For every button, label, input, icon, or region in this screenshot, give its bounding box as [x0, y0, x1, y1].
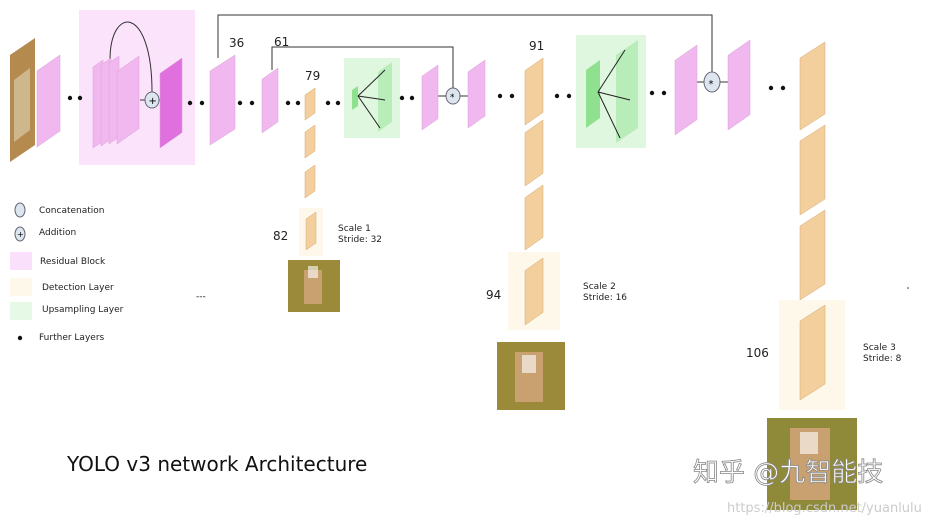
residual-conv [116, 55, 140, 145]
conv-layer-61 [261, 67, 279, 134]
output-image-scale-3 [767, 418, 857, 510]
further-layers-dot [780, 85, 786, 91]
further-layers-dot [399, 95, 405, 101]
layer-number-82: 82 [273, 229, 288, 243]
detect-conv [799, 209, 826, 301]
further-layers-dot [199, 100, 205, 106]
further-layers-dot [554, 93, 560, 99]
conv-layer [467, 59, 486, 129]
input-image-shade [14, 68, 30, 142]
further-layers-dot [661, 90, 667, 96]
watermark-url: https://blog.csdn.net/yuanlulu [727, 501, 922, 516]
watermark-brand: 知乎 @九智能技 [693, 458, 883, 488]
scale-1-label: Scale 1 [338, 224, 371, 234]
legend-label: Addition [39, 228, 76, 238]
concatenation-icon: * [445, 87, 461, 105]
conv-layer [421, 64, 439, 131]
output-image-scale-2 [497, 342, 565, 410]
addition-icon [14, 226, 26, 242]
further-layers-dot [509, 93, 515, 99]
further-layers-dot [77, 95, 83, 101]
scale-2-stride: Stride: 16 [583, 293, 627, 303]
further-layers-dot [285, 100, 291, 106]
scale-3-label: Scale 3 [863, 343, 896, 353]
legend-label: Detection Layer [42, 283, 114, 293]
scale-2-label: Scale 2 [583, 282, 616, 292]
layer-number-79: 79 [305, 69, 320, 83]
layer-number-106: 106 [746, 346, 769, 360]
layer-number-36: 36 [229, 36, 244, 50]
svg-text:+: + [17, 230, 24, 239]
conv-layer [36, 54, 61, 148]
concatenation-icon [14, 202, 26, 218]
legend-label: Further Layers [39, 333, 105, 343]
further-layers-dot [295, 100, 301, 106]
upsample-glyph-2 [586, 40, 638, 143]
layer-number-61: 61 [274, 35, 289, 49]
conv-layer [799, 41, 826, 131]
detect-conv [524, 119, 544, 187]
output-image-scale-1 [288, 260, 340, 312]
upsample-glyph-1 [352, 62, 392, 132]
conv-layer-36 [209, 54, 236, 146]
detect-conv [799, 124, 826, 216]
further-layers-dot [566, 93, 572, 99]
further-layers-dot [649, 90, 655, 96]
upsampling-layer-swatch [10, 302, 32, 320]
dot [907, 287, 909, 289]
scale-1-stride: Stride: 32 [338, 235, 382, 245]
svg-text:*: * [450, 93, 455, 103]
conv-layer [674, 44, 698, 136]
conv-layer-94 [524, 257, 544, 326]
layer-number-94: 94 [486, 288, 501, 302]
legend-label: Concatenation [39, 206, 104, 216]
conv-layer-79 [304, 87, 316, 121]
concatenation-icon: * [703, 71, 721, 93]
layer-number-91: 91 [529, 39, 544, 53]
skip-connection-61 [271, 46, 454, 88]
detect-conv [304, 124, 316, 159]
detect-conv [524, 184, 544, 251]
conv-layer-106 [799, 304, 826, 401]
further-layers-dot [409, 95, 415, 101]
further-layers-dot [237, 100, 243, 106]
legend: Concatenation + Addition Residual Block … [10, 202, 124, 343]
dot-icon [17, 335, 23, 341]
further-layers-dot [497, 93, 503, 99]
legend-label: Residual Block [40, 257, 106, 267]
further-layers-dot [67, 95, 73, 101]
svg-text:+: + [149, 96, 157, 107]
legend-label: Upsampling Layer [42, 305, 124, 315]
detect-conv [304, 164, 316, 199]
skip-connection-36 [217, 14, 713, 72]
detection-layer-swatch [10, 278, 32, 296]
further-layers-dot [249, 100, 255, 106]
residual-block-swatch [10, 252, 32, 270]
residual-output [159, 57, 183, 149]
scale-3-stride: Stride: 8 [863, 354, 902, 364]
conv-layer-82 [305, 211, 317, 251]
conv-layer-91 [524, 57, 544, 126]
ellipsis: --- [196, 292, 206, 302]
addition-icon: + [144, 91, 160, 109]
conv-layer [727, 39, 751, 131]
further-layers-dot [187, 100, 193, 106]
residual-arc [109, 21, 153, 93]
diagram-title: YOLO v3 network Architecture [66, 452, 367, 476]
further-layers-dot [335, 100, 341, 106]
svg-text:*: * [709, 79, 714, 90]
further-layers-dot [768, 85, 774, 91]
further-layers-dot [325, 100, 331, 106]
